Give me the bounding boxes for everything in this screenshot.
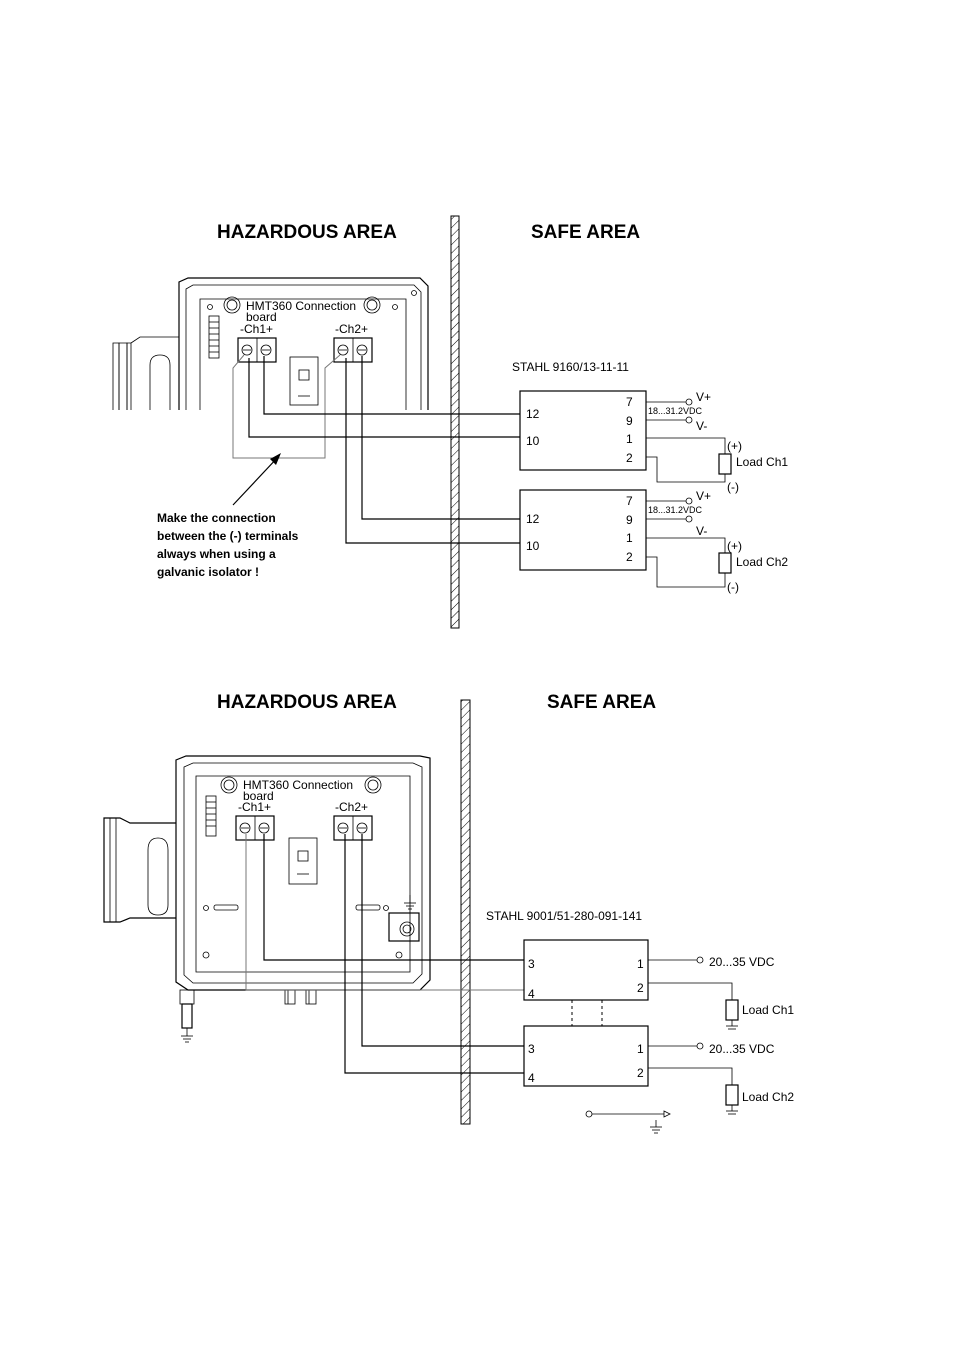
ch2-terminal-label-2: -Ch2+ (335, 800, 368, 814)
supply2-ch2: 20...35 VDC Load Ch2 (648, 1042, 794, 1115)
supply2-ch1: 20...35 VDC Load Ch1 (648, 955, 794, 1030)
note-arrowhead (270, 453, 281, 465)
hazardous-area-title: HAZARDOUS AREA (217, 222, 397, 243)
wire-ch1-minus (248, 358, 520, 438)
wire2-ch2-minus (344, 834, 524, 1074)
b-m1-load-label: Load Ch1 (742, 1003, 794, 1017)
note-line-3: always when using a (157, 547, 276, 561)
isolator-module-ch2: 12 10 7 9 1 2 (519, 489, 647, 571)
safe-area-title: SAFE AREA (531, 222, 640, 243)
b-m1-terminal-4: 4 (528, 987, 535, 1001)
load-ch2: (+) Load Ch2 (-) (646, 537, 788, 594)
transmitter-housing (112, 277, 429, 410)
ch1-terminal-label: -Ch1+ (240, 322, 273, 336)
m1-plus: (+) (727, 439, 742, 453)
barrier-wall-2 (460, 699, 471, 1125)
m2-terminal-1: 1 (626, 531, 633, 545)
b-m2-load-label: Load Ch2 (742, 1090, 794, 1104)
b-m2-terminal-2: 2 (637, 1066, 644, 1080)
ground-symbol (585, 1110, 671, 1134)
isolator-module2-ch2: 3 4 1 2 (523, 1025, 649, 1087)
note-line-2: between the (-) terminals (157, 529, 299, 543)
hazardous-area-title-2: HAZARDOUS AREA (217, 692, 397, 713)
isolator-module2-ch1: 3 4 1 2 (523, 939, 649, 1001)
m1-vplus: V+ (696, 390, 711, 404)
isolator-model-label: STAHL 9160/13-11-11 (512, 360, 629, 374)
b-m1-terminal-1: 1 (637, 957, 644, 971)
b-m1-terminal-3: 3 (528, 957, 535, 971)
bottom-diagram: HAZARDOUS AREA SAFE AREA (103, 692, 794, 1134)
m1-load-label: Load Ch1 (736, 455, 788, 469)
wire2-ch1-plus (263, 834, 524, 961)
load-ch1: (+) Load Ch1 (-) (646, 437, 788, 494)
m2-supply-range: 18...31.2VDC (648, 505, 703, 515)
m2-terminal-10: 10 (526, 539, 540, 553)
b-m1-terminal-2: 2 (637, 981, 644, 995)
supply-ch2: V+ 18...31.2VDC V- (646, 489, 711, 538)
m1-terminal-9: 9 (626, 414, 633, 428)
board-title-line1: HMT360 Connection (246, 299, 356, 313)
wire-ch2-minus (345, 358, 520, 544)
wire2-ch1-minus (245, 834, 524, 991)
note-line-4: galvanic isolator ! (157, 565, 259, 579)
b-m2-supply: 20...35 VDC (709, 1042, 775, 1056)
m2-plus: (+) (727, 539, 742, 553)
board-title-line2-2: board (243, 789, 274, 803)
wire2-ch2-plus (361, 834, 524, 1047)
m2-minus: (-) (727, 580, 739, 594)
b-m2-terminal-1: 1 (637, 1042, 644, 1056)
galvanic-note: Make the connection between the (-) term… (157, 511, 299, 579)
ch2-terminal-block (333, 337, 373, 363)
m2-terminal-7: 7 (626, 494, 633, 508)
safe-area-title-2: SAFE AREA (547, 692, 656, 713)
m2-load-label: Load Ch2 (736, 555, 788, 569)
top-diagram: HAZARDOUS AREA SAFE AREA (112, 215, 788, 629)
m1-terminal-7: 7 (626, 395, 633, 409)
note-arrow (232, 455, 280, 506)
m1-terminal-12: 12 (526, 407, 540, 421)
negative-jumper-wire (232, 354, 341, 459)
b-m2-terminal-4: 4 (528, 1071, 535, 1085)
m1-supply-range: 18...31.2VDC (648, 406, 703, 416)
board-title-line1-2: HMT360 Connection (243, 778, 353, 792)
wire-ch1-plus (263, 356, 520, 415)
isolator-module-ch1: 12 10 7 9 1 2 (519, 390, 647, 471)
ch1-terminal-block-2 (235, 815, 275, 841)
m2-terminal-9: 9 (626, 513, 633, 527)
m1-terminal-2: 2 (626, 451, 633, 465)
m1-terminal-1: 1 (626, 432, 633, 446)
ch1-terminal-label-2: -Ch1+ (238, 800, 271, 814)
b-m2-terminal-3: 3 (528, 1042, 535, 1056)
wire-ch2-plus (361, 356, 520, 520)
b-m1-supply: 20...35 VDC (709, 955, 775, 969)
supply-ch1: V+ 18...31.2VDC V- (646, 390, 711, 433)
m2-vminus: V- (696, 524, 707, 538)
ch2-terminal-block-2 (333, 815, 373, 841)
note-line-1: Make the connection (157, 511, 276, 525)
ch2-terminal-label: -Ch2+ (335, 322, 368, 336)
m1-vminus: V- (696, 419, 707, 433)
m1-terminal-10: 10 (526, 434, 540, 448)
m2-terminal-12: 12 (526, 512, 540, 526)
isolator-model-label-2: STAHL 9001/51-280-091-141 (486, 909, 642, 923)
m2-vplus: V+ (696, 489, 711, 503)
barrier-wall (450, 215, 460, 629)
transmitter-housing-2 (103, 755, 431, 1043)
board-title-line2: board (246, 310, 277, 324)
ch1-terminal-block (237, 337, 277, 363)
m1-minus: (-) (727, 480, 739, 494)
m2-terminal-2: 2 (626, 550, 633, 564)
